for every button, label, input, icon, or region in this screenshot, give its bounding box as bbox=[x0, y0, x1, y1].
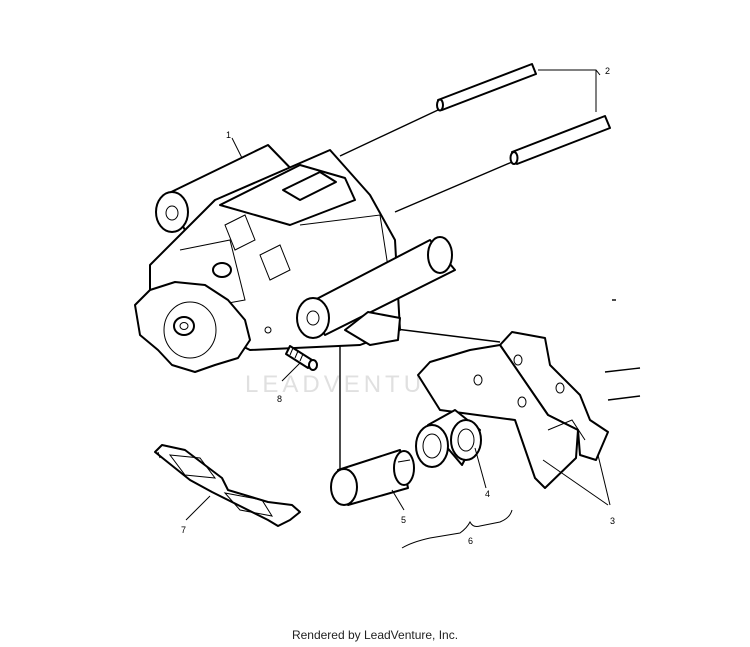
callout-8: 8 bbox=[277, 394, 282, 404]
callout-5: 5 bbox=[401, 515, 406, 525]
leader-lines bbox=[185, 69, 611, 549]
footer-credit: Rendered by LeadVenture, Inc. bbox=[291, 628, 459, 642]
callout-labels: 1 2 3 4 5 6 7 8 bbox=[181, 66, 615, 546]
part-5-piston bbox=[330, 449, 415, 506]
part-4-boot bbox=[415, 409, 482, 468]
part-7-plate bbox=[154, 444, 301, 527]
part-1-master-cylinder bbox=[134, 144, 456, 373]
part-2-pins bbox=[436, 63, 611, 165]
callout-3: 3 bbox=[610, 516, 615, 526]
callout-4: 4 bbox=[485, 489, 490, 499]
part-8-bleeder-screw bbox=[285, 345, 318, 371]
callout-1: 1 bbox=[226, 130, 231, 140]
callout-7: 7 bbox=[181, 525, 186, 535]
guide-lines bbox=[339, 109, 641, 485]
part-3-bracket bbox=[417, 331, 609, 489]
callout-2: 2 bbox=[605, 66, 610, 76]
parts-diagram: LEADVENTURE bbox=[134, 63, 641, 549]
callout-6: 6 bbox=[468, 536, 473, 546]
